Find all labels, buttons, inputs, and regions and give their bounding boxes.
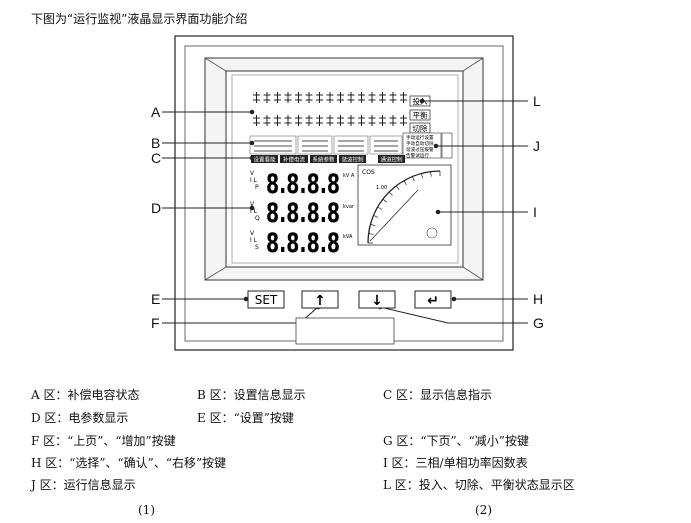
capacitor-icon	[326, 92, 334, 103]
param-symbol: V	[250, 170, 255, 177]
callout-c: C	[151, 150, 161, 166]
capacitor-icon	[316, 115, 323, 126]
callout-f: F	[151, 315, 160, 331]
capacitor-icon	[305, 92, 313, 103]
page-title: 下图为“运行监视”液晶显示界面功能介绍	[31, 12, 248, 26]
down-button[interactable]: ↓	[358, 290, 396, 309]
digit-display-row-2: 8.8.8.8	[266, 198, 340, 229]
enter-button[interactable]: ↵	[414, 290, 452, 309]
callout-b: B	[151, 135, 160, 151]
electrical-param-area: V I L P V I L Q V I L S 8.8.8.8 8.8.8.8 …	[250, 169, 355, 259]
digit-display-row-1: 8.8.8.8	[266, 169, 340, 200]
set-button-label: SET	[255, 293, 278, 307]
callout-d: D	[151, 200, 161, 216]
capacitor-icon	[337, 115, 344, 126]
figure-label-2: (2)	[475, 503, 492, 517]
capacitor-icon	[389, 115, 397, 126]
param-symbol: Q	[255, 215, 260, 222]
legend-a: A 区：补偿电容状态	[31, 388, 140, 402]
callout-l: L	[533, 93, 541, 109]
scale-value: 1.00	[376, 185, 387, 191]
capacitor-icon	[274, 115, 281, 126]
digit-display-row-3: 8.8.8.8	[266, 228, 340, 259]
enter-arrow-icon: ↵	[427, 293, 439, 309]
up-button[interactable]: ↑	[301, 290, 339, 309]
set-button[interactable]: SET	[247, 290, 285, 309]
callout-i: I	[533, 204, 537, 220]
callout-e: E	[151, 291, 160, 307]
figure-label-1: (1)	[138, 503, 155, 517]
param-symbol: I L	[250, 177, 258, 184]
cos-label: COS	[362, 169, 375, 176]
tab-comp-current: 补偿电流	[283, 156, 306, 164]
display-indicator-area: 设置看能 补偿电流 系统参数 谐波控制 通道控制	[251, 155, 405, 164]
param-symbol: I L	[250, 208, 258, 215]
legend-g: G 区：“下页”、“减小”按键	[383, 434, 529, 448]
param-symbol: V	[250, 201, 255, 208]
callout-a: A	[151, 104, 161, 120]
capacitor-icon	[379, 92, 386, 103]
capacitor-icon	[347, 92, 355, 103]
state-tag-balance: 平衡	[413, 110, 428, 120]
state-tag-off: 切除	[413, 123, 428, 133]
capacitor-icon	[368, 92, 376, 103]
callout-g: G	[533, 315, 544, 331]
unit-label: kV A	[343, 173, 355, 179]
run-info-line: 告警试运行	[406, 152, 429, 159]
legend-i: I 区：三相/单相功率因数表	[383, 456, 528, 470]
legend-c: C 区：显示信息指示	[383, 388, 492, 402]
tab-harmonic: 谐波控制	[341, 156, 364, 164]
up-arrow-icon: ↑	[314, 293, 326, 309]
capacitor-icon	[284, 115, 292, 126]
capacitor-icon	[253, 92, 260, 103]
legend-b: B 区：设置信息显示	[197, 388, 306, 402]
unit-label: kVA	[343, 234, 353, 240]
legend-d: D 区：电参数显示	[31, 411, 129, 425]
power-factor-meter: COS 1.00	[357, 164, 452, 246]
capacitor-icon	[316, 92, 323, 103]
param-symbol: S	[255, 244, 259, 251]
setup-info-area	[249, 135, 403, 155]
run-info-line: 手动运行设置	[406, 134, 434, 141]
capacitor-icon	[337, 92, 344, 103]
label-slot	[295, 317, 395, 345]
capacitor-icon	[368, 115, 376, 126]
callout-j: J	[533, 138, 540, 154]
capacitor-icon	[263, 115, 271, 126]
capacitor-icon	[295, 115, 302, 126]
param-symbol: V	[250, 230, 255, 237]
legend-f: F 区：“上页”、“增加”按键	[31, 434, 176, 448]
capacitor-icon	[347, 115, 355, 126]
capacitor-icon	[389, 92, 397, 103]
capacitor-icon	[284, 92, 292, 103]
legend-h: H 区：“选择”、“确认”、“右移”按键	[31, 456, 227, 470]
capacitor-icon	[358, 92, 365, 103]
capacitor-icon	[379, 115, 386, 126]
param-symbol: I L	[250, 237, 258, 244]
capacitor-icon	[253, 115, 260, 126]
capacitor-icon	[400, 115, 407, 126]
tab-system: 系统参数	[312, 156, 335, 164]
capacitor-icon	[263, 92, 271, 103]
capacitor-icon	[305, 115, 313, 126]
callout-h: H	[533, 291, 543, 307]
legend-j: J 区：运行信息显示	[31, 478, 136, 492]
capacitor-icon	[295, 92, 302, 103]
unit-label: kvar	[343, 204, 355, 210]
legend-l: L 区：投入、切除、平衡状态显示区	[383, 478, 575, 492]
run-info-line: 手动自动切除	[406, 140, 434, 147]
capacitor-icon	[400, 92, 407, 103]
down-arrow-icon: ↓	[371, 293, 383, 309]
tab-channel: 通道控制	[380, 156, 403, 164]
run-info-line: 谐波过压报警	[406, 146, 434, 153]
capacitor-icon	[274, 92, 281, 103]
capacitor-icon	[326, 115, 334, 126]
capacitor-icon	[358, 115, 365, 126]
legend-e: E 区：“设置”按键	[197, 411, 294, 425]
capacitor-state-area	[253, 92, 407, 126]
tab-setup: 设置看能	[253, 156, 276, 164]
param-symbol: P	[255, 184, 259, 191]
